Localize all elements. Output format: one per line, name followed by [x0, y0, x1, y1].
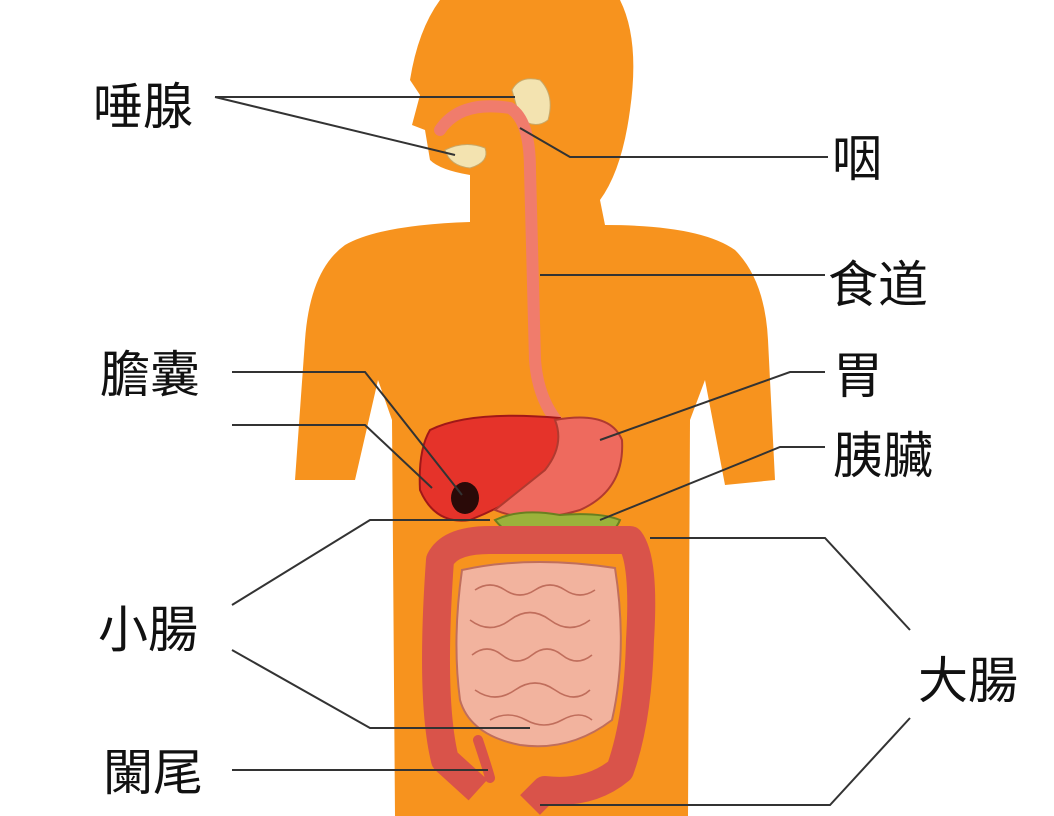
leader-gallbladder	[232, 371, 463, 496]
leader-pharynx	[519, 127, 828, 158]
label-pharynx: 咽	[832, 130, 882, 188]
leader-large-intestine-1	[650, 537, 911, 631]
leader-small-intestine-1	[231, 519, 490, 606]
leader-stomach	[599, 371, 825, 441]
leader-salivary-2	[214, 96, 456, 156]
appendix-organ	[473, 735, 495, 783]
label-appendix: 闌尾	[103, 744, 203, 802]
salivary-gland-submandibular	[444, 144, 487, 169]
label-small-intestine: 小腸	[98, 601, 198, 659]
label-esophagus: 食道	[828, 256, 928, 314]
label-gallbladder: 膽囊	[100, 346, 200, 404]
label-salivary-gland: 唾腺	[93, 78, 193, 136]
leader-pancreas	[599, 446, 825, 521]
leader-large-intestine-2	[540, 717, 911, 806]
small-intestine-folds	[469, 584, 596, 726]
esophagus-organ	[434, 100, 566, 431]
small-intestine-organ	[455, 560, 622, 748]
label-large-intestine: 大腸	[918, 652, 1018, 710]
leader-liver	[232, 424, 433, 489]
large-intestine-organ	[422, 526, 656, 815]
label-pancreas: 胰臟	[833, 427, 933, 485]
leader-small-intestine-2	[231, 649, 530, 729]
label-stomach: 胃	[833, 347, 883, 405]
